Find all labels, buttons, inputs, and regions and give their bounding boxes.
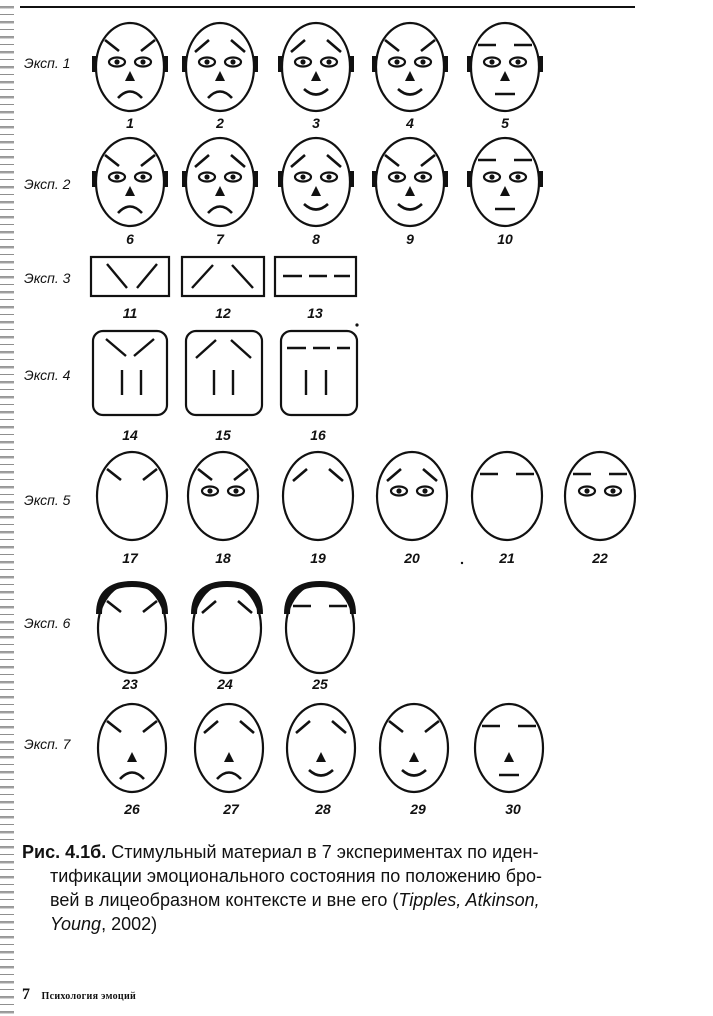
exp-label-5: Эксп. 5 <box>24 492 71 508</box>
oval-hair-23 <box>96 580 168 675</box>
face-noeyes-29 <box>378 702 450 794</box>
stimulus-number: 24 <box>217 676 233 692</box>
exp-label-3: Эксп. 3 <box>24 270 71 286</box>
face-5 <box>467 21 543 113</box>
stimulus-number: 5 <box>501 115 509 131</box>
exp-label-6: Эксп. 6 <box>24 615 71 631</box>
caption-author-young: Young <box>50 914 102 934</box>
stimulus-number: 6 <box>126 231 134 247</box>
face-6 <box>92 136 168 228</box>
stimulus-number: 3 <box>312 115 320 131</box>
face-7 <box>182 136 258 228</box>
stimulus-number: 17 <box>122 550 138 566</box>
oval-19 <box>281 450 355 542</box>
stimulus-number: 29 <box>410 801 426 817</box>
face-10 <box>467 136 543 228</box>
stimulus-number: 30 <box>505 801 521 817</box>
stimulus-number: 12 <box>215 305 231 321</box>
square-14 <box>91 329 169 417</box>
stimulus-number: 13 <box>307 305 323 321</box>
stimulus-number: 4 <box>406 115 414 131</box>
stimulus-number: 22 <box>592 550 608 566</box>
oval-hair-25 <box>284 580 356 675</box>
face-2 <box>182 21 258 113</box>
exp-label-1: Эксп. 1 <box>24 55 71 71</box>
stimulus-number: 1 <box>126 115 134 131</box>
exp-label-4: Эксп. 4 <box>24 367 71 383</box>
face-4 <box>372 21 448 113</box>
page-footer: 7 Психология эмоций <box>22 986 136 1004</box>
caption-authors: Tipples, Atkinson, <box>398 890 540 910</box>
exp-label-2: Эксп. 2 <box>24 176 71 192</box>
oval-21 <box>470 450 544 542</box>
rect-13 <box>273 255 358 298</box>
stimulus-number: 11 <box>122 305 138 321</box>
face-9 <box>372 136 448 228</box>
stimulus-number: 20 <box>404 550 420 566</box>
stimulus-number: 23 <box>122 676 138 692</box>
rect-12 <box>180 255 266 298</box>
page-number: 7 <box>22 986 30 1003</box>
oval-18 <box>186 450 260 542</box>
stimulus-number: 28 <box>315 801 331 817</box>
face-3 <box>278 21 354 113</box>
caption-text-line3: вей в лицеобразном контексте и вне его ( <box>50 890 399 910</box>
page-edge-scan-noise <box>0 0 14 1016</box>
oval-17 <box>95 450 169 542</box>
stimulus-number: 7 <box>216 231 224 247</box>
stimulus-number: 18 <box>215 550 231 566</box>
stimulus-number: 21 <box>499 550 515 566</box>
face-noeyes-28 <box>285 702 357 794</box>
stimulus-number: 10 <box>497 231 513 247</box>
oval-hair-24 <box>191 580 263 675</box>
stimulus-number: 2 <box>216 115 224 131</box>
figure-label: Рис. 4.1б. <box>22 842 107 862</box>
face-noeyes-26 <box>96 702 168 794</box>
stimulus-number: 19 <box>310 550 326 566</box>
caption-text-line1: Стимульный материал в 7 экспериментах по… <box>111 842 539 862</box>
figure-caption: Рис. 4.1б. Стимульный материал в 7 экспе… <box>22 840 637 936</box>
stimulus-number: 26 <box>124 801 140 817</box>
face-noeyes-30 <box>473 702 545 794</box>
rect-11 <box>89 255 171 298</box>
caption-year: , 2002) <box>101 914 158 934</box>
oval-22 <box>563 450 637 542</box>
stimulus-number: 9 <box>406 231 414 247</box>
oval-20 <box>375 450 449 542</box>
stimulus-number: 15 <box>215 427 231 443</box>
square-16 <box>279 329 359 417</box>
stimulus-number: 8 <box>312 231 320 247</box>
stimulus-number: 14 <box>122 427 138 443</box>
top-rule <box>20 6 635 8</box>
exp-label-7: Эксп. 7 <box>24 736 71 752</box>
stimulus-number: 16 <box>310 427 326 443</box>
square-15 <box>184 329 264 417</box>
face-1 <box>92 21 168 113</box>
running-title: Психология эмоций <box>41 991 137 1002</box>
face-8 <box>278 136 354 228</box>
face-noeyes-27 <box>193 702 265 794</box>
stimulus-number: 27 <box>223 801 239 817</box>
caption-text-line2: тификации эмоционального состояния по по… <box>50 866 543 886</box>
stimulus-number: 25 <box>312 676 328 692</box>
